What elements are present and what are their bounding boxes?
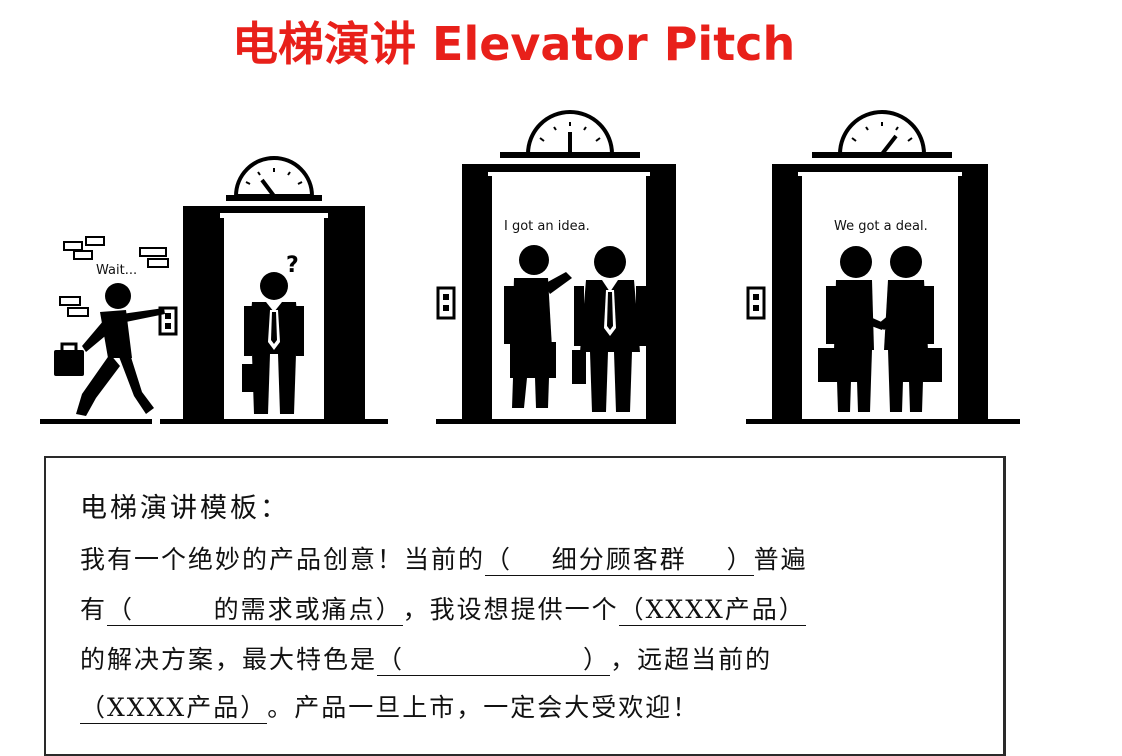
line4-text-b: 。产品一旦上市，一定会大受欢迎！ [267,693,700,722]
line2-text-b: ，我设想提供一个 [402,595,619,624]
wait-bubble: Wait... [96,263,137,278]
line3-text-a: 的解决方案，最大特色是 [80,645,378,674]
elevator-scene-illustration: Wait... [40,110,1020,424]
deal-bubble: We got a deal. [834,219,928,234]
target-segment-blank[interactable]: （ 细分顾客群 ） [485,545,754,576]
template-line-2: 有（ 的需求或痛点），我设想提供一个（XXXX产品） [80,592,806,628]
template-panel: 电梯演讲模板： 我有一个绝妙的产品创意！当前的（ 细分顾客群 ）普遍 有（ 的需… [44,456,1006,756]
competitor-product-blank[interactable]: （XXXX产品） [80,693,268,724]
pain-point-blank[interactable]: （ 的需求或痛点） [107,595,403,626]
elevator-scene-idea: I got an idea. [436,110,676,424]
elevator-scene-waiting: Wait... [40,156,388,424]
template-line-1: 我有一个绝妙的产品创意！当前的（ 细分顾客群 ）普遍 [80,542,808,578]
question-mark: ? [286,253,299,278]
template-line-4: （XXXX产品）。产品一旦上市，一定会大受欢迎！ [80,690,699,726]
template-heading: 电梯演讲模板： [80,493,290,524]
line3-text-b: ，远超当前的 [610,645,773,674]
line2-text-a: 有 [80,595,108,624]
page-title: 电梯演讲 Elevator Pitch [232,17,796,71]
line1-text-a: 我有一个绝妙的产品创意！当前的 [80,545,486,574]
elevator-scene-deal: We got a deal. [746,110,1020,424]
product-blank[interactable]: （XXXX产品） [618,595,806,626]
feature-blank[interactable]: （ ） [377,645,611,676]
line1-text-b: 普遍 [753,545,808,574]
template-line-3: 的解决方案，最大特色是（ ），远超当前的 [80,642,772,678]
idea-bubble: I got an idea. [504,219,590,234]
